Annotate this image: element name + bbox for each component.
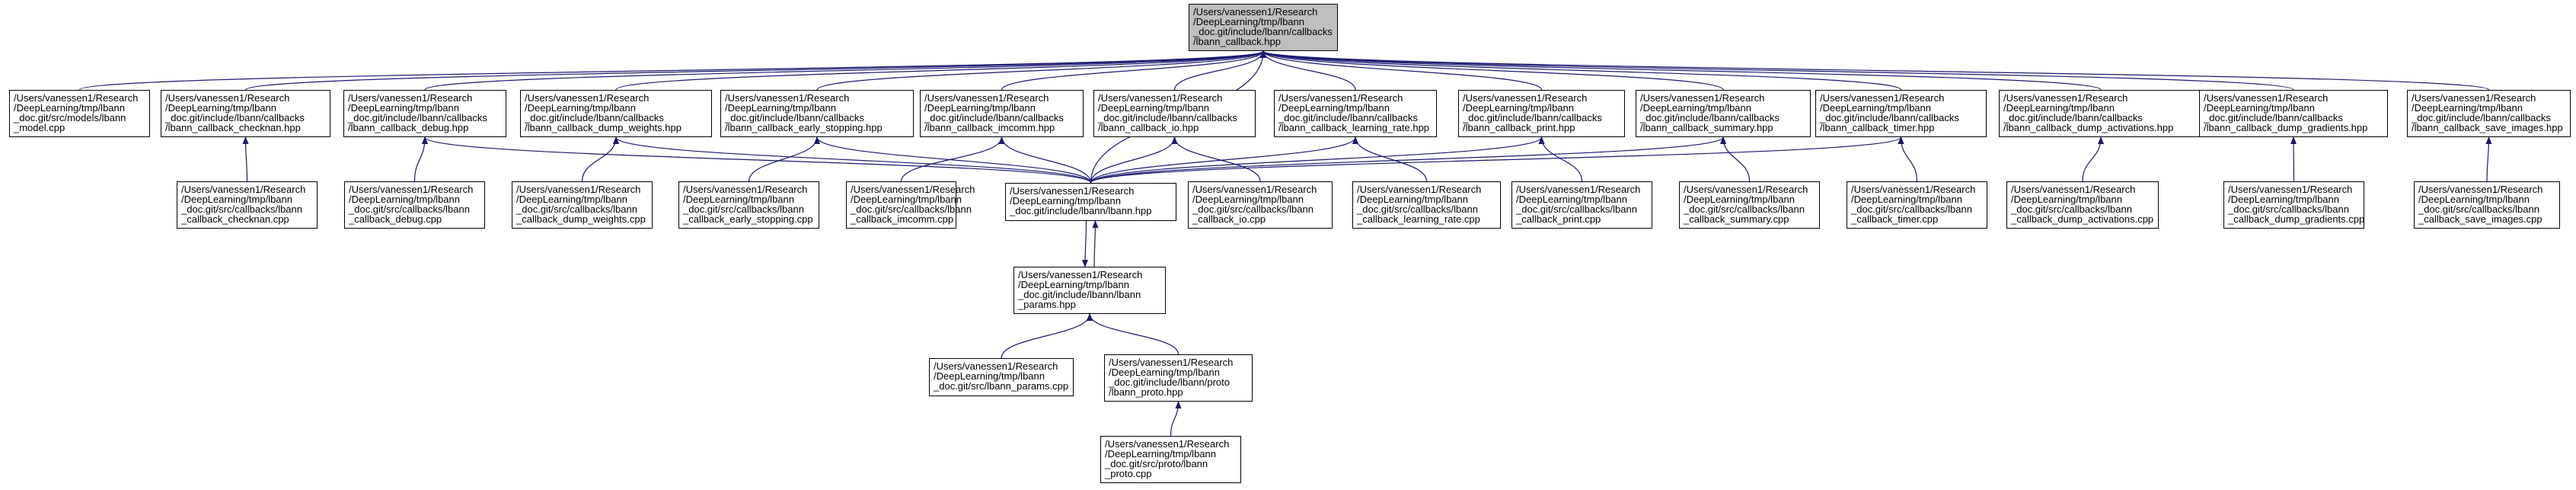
edge-print_cpp-to-print_hpp [1538, 136, 1583, 182]
node-checknan-cpp[interactable]: /Users/vanessen1/Research /DeepLearning/… [177, 181, 318, 229]
node-checknan-hpp[interactable]: /Users/vanessen1/Research /DeepLearning/… [161, 90, 330, 137]
edge-debug_hpp-to-root [424, 50, 1266, 91]
edge-learning_rate_hpp-to-root [1260, 50, 1356, 91]
node-dump-weights-cpp[interactable]: /Users/vanessen1/Research /DeepLearning/… [512, 181, 653, 229]
edge-imcomm_cpp-to-imcomm_hpp [900, 136, 1005, 182]
node-imcomm-hpp[interactable]: /Users/vanessen1/Research /DeepLearning/… [920, 90, 1084, 137]
edge-print_hpp-to-root [1260, 50, 1543, 91]
edge-save_images_hpp-to-root [1260, 50, 2490, 91]
edge-lbann_hpp-to-io_hpp [1090, 136, 1178, 184]
node-summary-hpp[interactable]: /Users/vanessen1/Research /DeepLearning/… [1636, 90, 1811, 137]
edge-proto_hpp-to-params_hpp [1087, 313, 1179, 355]
edge-lbann_hpp-to-learning_rate_hpp [1090, 136, 1358, 184]
edge-lbann_hpp-to-summary_hpp [1090, 136, 1726, 184]
node-learning-rate-cpp[interactable]: /Users/vanessen1/Research /DeepLearning/… [1352, 181, 1501, 229]
edge-timer_cpp-to-timer_hpp [1898, 136, 1918, 182]
edge-io_cpp-to-io_hpp [1171, 136, 1261, 182]
node-save-images-cpp[interactable]: /Users/vanessen1/Research /DeepLearning/… [2414, 181, 2560, 229]
node-params-hpp[interactable]: /Users/vanessen1/Research /DeepLearning/… [1013, 267, 1166, 314]
node-early-stopping-cpp[interactable]: /Users/vanessen1/Research /DeepLearning/… [678, 181, 819, 229]
edge-lbann_hpp-to-debug_hpp [422, 136, 1092, 184]
node-timer-hpp[interactable]: /Users/vanessen1/Research /DeepLearning/… [1815, 90, 1987, 137]
edge-early_stopping_hpp-to-root [816, 50, 1266, 91]
edge-lbann_hpp-to-imcomm_hpp [998, 136, 1092, 184]
edge-params_cpp-to-params_hpp [1001, 313, 1093, 359]
node-learning-rate-hpp[interactable]: /Users/vanessen1/Research /DeepLearning/… [1274, 90, 1437, 137]
node-dump-activations-hpp[interactable]: /Users/vanessen1/Research /DeepLearning/… [1999, 90, 2203, 137]
edge-save_images_cpp-to-save_images_hpp [2485, 136, 2492, 182]
edge-dump_weights_hpp-to-root [615, 50, 1266, 91]
node-proto-hpp[interactable]: /Users/vanessen1/Research /DeepLearning/… [1104, 354, 1253, 402]
node-debug-cpp[interactable]: /Users/vanessen1/Research /DeepLearning/… [344, 181, 485, 229]
edge-imcomm_hpp-to-root [1001, 50, 1266, 91]
node-save-images-hpp[interactable]: /Users/vanessen1/Research /DeepLearning/… [2407, 90, 2571, 137]
edge-dump_weights_cpp-to-dump_weights_hpp [581, 136, 619, 182]
edge-summary_hpp-to-root [1260, 50, 1724, 91]
node-summary-cpp[interactable]: /Users/vanessen1/Research /DeepLearning/… [1679, 181, 1820, 229]
node-params-cpp[interactable]: /Users/vanessen1/Research /DeepLearning/… [929, 358, 1074, 396]
node-print-cpp[interactable]: /Users/vanessen1/Research /DeepLearning/… [1511, 181, 1652, 229]
node-dump-gradients-cpp[interactable]: /Users/vanessen1/Research /DeepLearning/… [2223, 181, 2364, 229]
node-early-stopping-hpp[interactable]: /Users/vanessen1/Research /DeepLearning/… [720, 90, 914, 137]
edge-io_hpp-to-root [1173, 50, 1266, 91]
node-io-hpp[interactable]: /Users/vanessen1/Research /DeepLearning/… [1093, 90, 1256, 137]
node-io-cpp[interactable]: /Users/vanessen1/Research /DeepLearning/… [1188, 181, 1333, 229]
node-debug-hpp[interactable]: /Users/vanessen1/Research /DeepLearning/… [343, 90, 506, 137]
node-model-cpp[interactable]: /Users/vanessen1/Research /DeepLearning/… [9, 90, 150, 137]
edge-lbann_hpp-to-print_hpp [1090, 136, 1545, 184]
node-dump-weights-hpp[interactable]: /Users/vanessen1/Research /DeepLearning/… [520, 90, 712, 137]
node-dump-gradients-hpp[interactable]: /Users/vanessen1/Research /DeepLearning/… [2199, 90, 2388, 137]
node-print-hpp[interactable]: /Users/vanessen1/Research /DeepLearning/… [1458, 90, 1625, 137]
edge-params_hpp-to-lbann_hpp [1092, 220, 1099, 267]
edge-lbann_hpp-to-early_stopping_hpp [814, 136, 1092, 184]
edge-model_cpp-to-root [78, 50, 1266, 91]
edge-lbann_hpp-to-timer_hpp [1090, 136, 1904, 184]
edge-early_stopping_cpp-to-early_stopping_hpp [748, 136, 820, 182]
edge-lbann_hpp-to-dump_weights_hpp [613, 136, 1092, 184]
node-proto-cpp[interactable]: /Users/vanessen1/Research /DeepLearning/… [1100, 436, 1241, 483]
edge-dump_gradients_hpp-to-root [1260, 50, 2294, 91]
node-timer-cpp[interactable]: /Users/vanessen1/Research /DeepLearning/… [1847, 181, 1987, 229]
node-root[interactable]: /Users/vanessen1/Research /DeepLearning/… [1189, 4, 1338, 51]
edge-lbann_hpp-to-params_hpp [1082, 220, 1089, 267]
edge-dump_activations_cpp-to-dump_activations_hpp [2082, 136, 2104, 182]
node-lbann-hpp[interactable]: /Users/vanessen1/Research /DeepLearning/… [1005, 183, 1176, 221]
edge-debug_cpp-to-debug_hpp [413, 136, 428, 182]
edge-proto_cpp-to-proto_hpp [1170, 401, 1182, 437]
edge-summary_cpp-to-summary_hpp [1720, 136, 1751, 182]
edge-checknan_hpp-to-root [244, 50, 1266, 91]
edge-dump_activations_hpp-to-root [1260, 50, 2102, 91]
node-imcomm-cpp[interactable]: /Users/vanessen1/Research /DeepLearning/… [846, 181, 975, 229]
node-dump-activations-cpp[interactable]: /Users/vanessen1/Research /DeepLearning/… [2006, 181, 2159, 229]
edge-checknan_cpp-to-checknan_hpp [242, 136, 249, 182]
edge-timer_hpp-to-root [1260, 50, 1902, 91]
